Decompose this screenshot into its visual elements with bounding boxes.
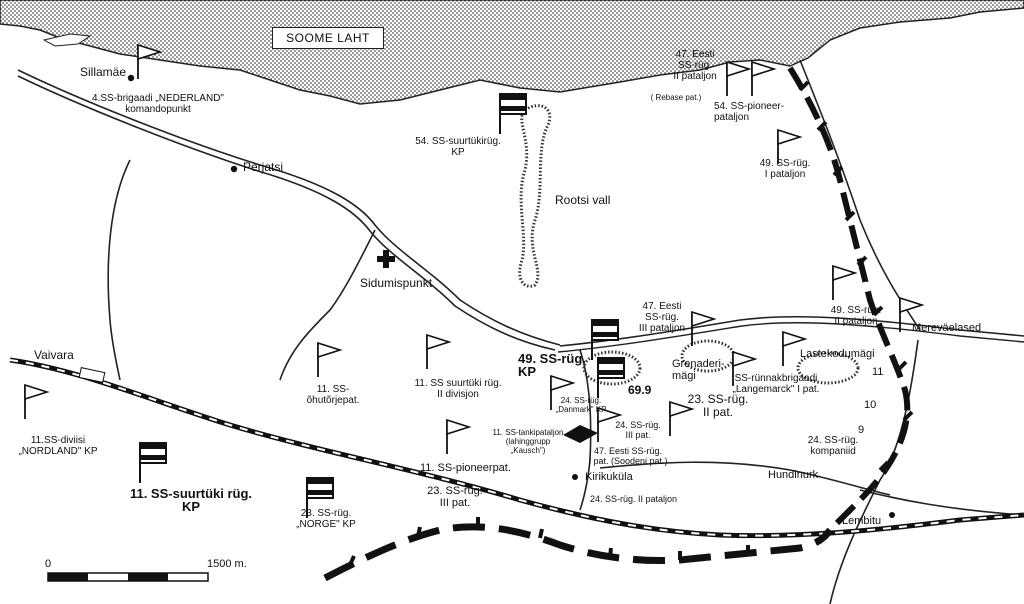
place-lastekodumagi: Lastekodumägi (800, 348, 875, 360)
vaivara-station (78, 367, 106, 383)
unit-flag-icon (832, 264, 858, 300)
road-lembitu (859, 489, 1024, 516)
headquarters-flag-icon (597, 357, 625, 398)
place-sillamae: Sillamäe (80, 65, 127, 79)
front-line-east (787, 66, 911, 538)
headquarters-flag-icon (591, 319, 619, 360)
unit-label-rug24-3: 24. SS-rüg. III pat. (615, 420, 661, 440)
unit-flag-icon (669, 400, 695, 436)
unit-flag-icon (782, 330, 808, 366)
front-line-ticks-east (798, 80, 914, 472)
unit-flag-icons (24, 43, 925, 454)
scale-bar (47, 572, 209, 582)
place-rootsi-vall: Rootsi vall (555, 193, 611, 207)
place-merevaelased: Mereväelased (912, 322, 982, 334)
unit-label-art11-kp: 11. SS-suurtüki rüg. KP (129, 486, 253, 514)
unit-flag-icon (550, 374, 576, 410)
roads (17, 59, 1024, 604)
unit-label-rug49-kp: 49. SS-rüg. KP (518, 351, 586, 379)
road-sidumispunkt (279, 229, 376, 381)
unit-flag-icon (426, 333, 452, 369)
hill-69-9-label: 69.9 (628, 383, 652, 397)
aid-station-cross-icon (377, 250, 395, 268)
unit-flag-icon (777, 128, 803, 164)
hill-lastekodumagi (796, 351, 860, 385)
unit-label-art54-kp: 54. SS-suurtükirüg. KP (415, 136, 501, 158)
unit-label-eesti47-3: 47. Eesti SS-rüg. III pataljon (638, 301, 686, 334)
unit-label-kompaniid: 24. SS-rüg. kompaniid (807, 435, 859, 457)
place-grenaderimagi: Grenaderi- mägi (672, 358, 725, 382)
tank-battalion-symbol (563, 425, 598, 443)
unit-flag-icon (732, 350, 758, 386)
unit-label-ohutorje11: 11. SS- õhutõrjepat. (306, 384, 360, 406)
unit-flag-icon (691, 310, 717, 346)
front-line-ticks-south (348, 517, 750, 566)
road-north-east (799, 59, 921, 331)
unit-flag-icon (137, 43, 163, 79)
road-rootsi (579, 349, 592, 511)
unit-label-rug23-3: 23. SS-rüg. III pat. (427, 485, 483, 509)
place-lembitu: Lembitu (842, 515, 882, 527)
road-east-south (829, 339, 919, 604)
hill-69-9 (582, 350, 642, 386)
headquarters-flag-icon (139, 442, 167, 483)
unit-label-soodeni: 47. Eesti SS-rüg. I pat. (Soodeni pat.) (588, 446, 668, 466)
unit-label-nordland: 11.SS-diviisi „NORDLAND" KP (18, 435, 98, 457)
unit-label-norge: 23. SS-rüg. „NORGE" KP (296, 508, 356, 530)
scale-start-label: 0 (45, 558, 52, 570)
unit-label-rug24-2: 24. SS-rüg. II pataljon (590, 494, 678, 504)
sea-area (0, 0, 1024, 105)
islet (42, 33, 92, 47)
place-perjatsi: Perjatsi (243, 160, 284, 174)
unit-label-pioneer54: 54. SS-pioneer- pataljon (714, 101, 785, 123)
unit-label-rug49-2: 49. SS-rüg. II pataljon (830, 305, 882, 327)
unit-label-rebase: ( Rebase pat.) (650, 93, 702, 102)
settlement-dot-icons (127, 74, 895, 518)
railway (9, 357, 1024, 539)
unit-flag-icon (751, 60, 777, 96)
headquarters-flag-icon (306, 477, 334, 518)
line-number-10: 10 (864, 399, 877, 411)
headquarters-flag-icons (139, 93, 625, 518)
road-coastal (17, 69, 561, 346)
rootsi-vall-ridge (518, 104, 552, 288)
place-sidumispunkt: Sidumispunkt (360, 276, 433, 290)
unit-label-danmark: 24. SS-rüg. „Danmark" KP (555, 396, 607, 414)
unit-label-rug49-1: 49. SS-rüg. I pataljon (759, 158, 811, 180)
unit-flag-icon (726, 60, 752, 96)
unit-label-art11-2: 11. SS suurtüki rüg. II divisjon (414, 378, 502, 400)
road-coastal-parallel (17, 75, 556, 351)
place-hundinurk: Hundinurk (768, 469, 819, 481)
unit-label-rug23-2: 23. SS-rüg. II pat. (687, 392, 749, 419)
unit-flag-icon (899, 296, 925, 332)
unit-flag-icon (597, 406, 623, 442)
line-number-11: 11 (872, 366, 884, 378)
road-main-east-parallel (557, 322, 1024, 353)
front-line-south (323, 523, 833, 582)
road-kirikukula (599, 461, 891, 496)
unit-flag-icon (24, 383, 50, 419)
unit-flag-icon (446, 418, 472, 454)
sea-label: SOOME LAHT (272, 27, 384, 49)
unit-label-eesti47-2: 47. Eesti SS-rüg. II pataljon (673, 49, 717, 82)
unit-flag-icon (317, 341, 343, 377)
place-vaivara: Vaivara (34, 348, 74, 362)
line-number-9: 9 (858, 424, 865, 436)
unit-label-tank11: 11. SS-tankipataljon (lahinggrupp „Kausc… (492, 428, 564, 455)
headquarters-flag-icon (499, 93, 527, 134)
scale-end-label: 1500 m. (207, 558, 247, 570)
place-kirikukula: Kirikuküla (585, 471, 633, 483)
unit-label-pioneer11: 11. SS-pioneerpat. (420, 462, 511, 474)
road-main-east (559, 315, 1024, 347)
unit-label-langemarck: SS-rünnakbrigaadi „Langemarck" I pat. (732, 373, 820, 395)
road-perjatsi (107, 159, 131, 381)
unit-label-nederland: 4.SS-brigaadi „NEDERLAND" komandopunkt (92, 93, 224, 115)
